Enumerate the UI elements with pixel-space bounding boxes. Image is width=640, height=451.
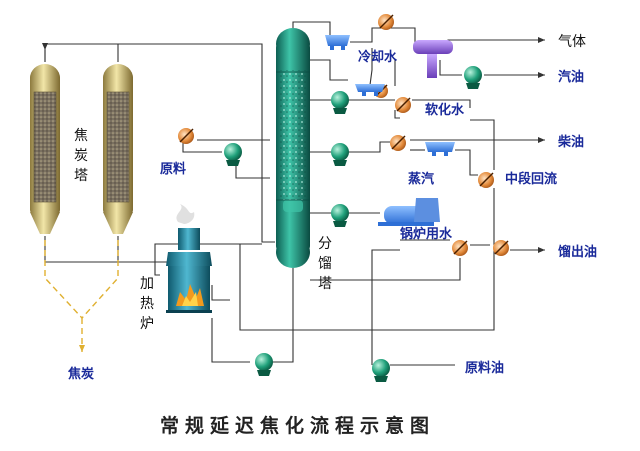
heat-exchanger-feed bbox=[178, 128, 194, 144]
overhead-cooler bbox=[325, 35, 350, 50]
heat-exchanger-mid-reflux bbox=[478, 172, 494, 188]
coke-tower-label-char: 焦 bbox=[74, 128, 88, 144]
boiler-drum bbox=[378, 198, 440, 226]
coke-tower-label-char: 炭 bbox=[74, 148, 88, 164]
product-gas-label: 气体 bbox=[558, 34, 586, 50]
feed-label: 原料 bbox=[160, 161, 186, 177]
feed-oil-label: 原料油 bbox=[465, 360, 504, 376]
diesel-cooler bbox=[425, 142, 455, 156]
fractionator-label: 分 馏 塔 bbox=[318, 236, 332, 292]
furnace-label-char: 炉 bbox=[140, 316, 154, 332]
gas-separator bbox=[413, 40, 453, 78]
boiler-water-label: 锅炉用水 bbox=[400, 226, 453, 242]
pump-lower bbox=[331, 204, 349, 227]
pump-top bbox=[331, 91, 349, 114]
steam-label: 蒸汽 bbox=[408, 171, 434, 187]
diagram-caption: 常规延迟焦化流程示意图 bbox=[160, 414, 435, 437]
furnace bbox=[166, 204, 212, 313]
coke-tower-left bbox=[30, 43, 60, 234]
pump-middle bbox=[331, 143, 349, 166]
heat-exchanger-distillate-2 bbox=[493, 240, 509, 256]
softened-water-label: 软化水 bbox=[425, 102, 465, 118]
furnace-label: 加 热 炉 bbox=[140, 276, 154, 332]
pump-gasoline bbox=[464, 66, 482, 89]
coke-tower-label-char: 塔 bbox=[74, 168, 88, 184]
heat-exchanger-distillate-1 bbox=[452, 240, 468, 256]
furnace-label-char: 加 bbox=[140, 276, 154, 292]
heat-exchanger-diesel bbox=[390, 135, 406, 151]
pump-feed bbox=[224, 143, 242, 166]
fractionator-label-char: 馏 bbox=[318, 256, 332, 272]
fractionator bbox=[276, 28, 310, 268]
heat-exchanger-overhead bbox=[378, 14, 394, 30]
fractionator-label-char: 塔 bbox=[318, 276, 332, 292]
coke-chute bbox=[44, 240, 119, 352]
pump-feed-oil bbox=[372, 359, 390, 382]
coke-label: 焦炭 bbox=[67, 366, 94, 382]
fractionator-label-char: 分 bbox=[318, 236, 332, 252]
cooling-water-label: 冷却水 bbox=[358, 49, 398, 65]
product-diesel-label: 柴油 bbox=[557, 134, 584, 150]
heat-exchanger-soft-water bbox=[395, 97, 411, 113]
product-gasoline-label: 汽油 bbox=[558, 69, 584, 85]
soft-water-cooler bbox=[355, 84, 385, 96]
furnace-label-char: 热 bbox=[140, 296, 154, 312]
mid-reflux-label: 中段回流 bbox=[505, 171, 557, 187]
pump-bottom bbox=[255, 353, 273, 376]
product-distillate-label: 馏出油 bbox=[557, 244, 597, 260]
coke-tower-label: 焦 炭 塔 bbox=[74, 128, 88, 184]
coke-tower-right bbox=[103, 64, 133, 234]
